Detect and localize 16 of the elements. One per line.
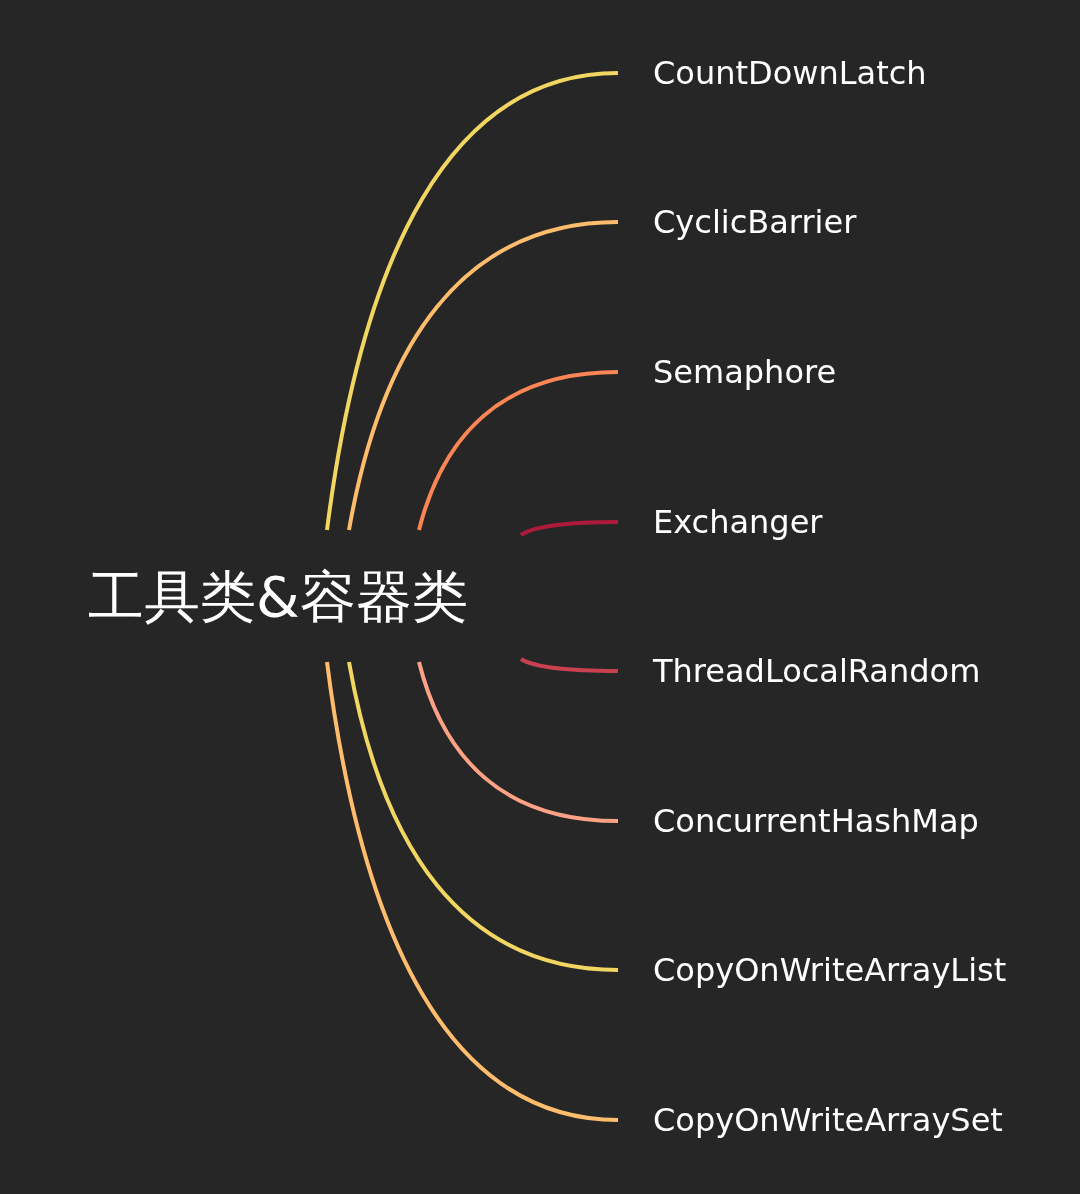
connector-line: [325, 71, 619, 531]
branch-topic: ThreadLocalRandom: [653, 652, 981, 690]
branch-topic: CyclicBarrier: [653, 203, 857, 241]
connector-line: [520, 520, 618, 537]
connector-line: [417, 661, 619, 823]
central-topic: 工具类&容器类: [88, 564, 468, 630]
branch-topic: CountDownLatch: [653, 54, 927, 92]
branch-topic: Semaphore: [653, 353, 837, 391]
branch-topic: CopyOnWriteArraySet: [653, 1101, 1003, 1139]
branch-topic: ConcurrentHashMap: [653, 802, 979, 840]
connector-line: [520, 657, 618, 673]
connector-line: [417, 370, 619, 531]
branch-topic: Exchanger: [653, 503, 823, 541]
branch-topic: CopyOnWriteArrayList: [653, 951, 1007, 989]
connector-line: [347, 661, 619, 972]
connector-line: [325, 661, 619, 1122]
